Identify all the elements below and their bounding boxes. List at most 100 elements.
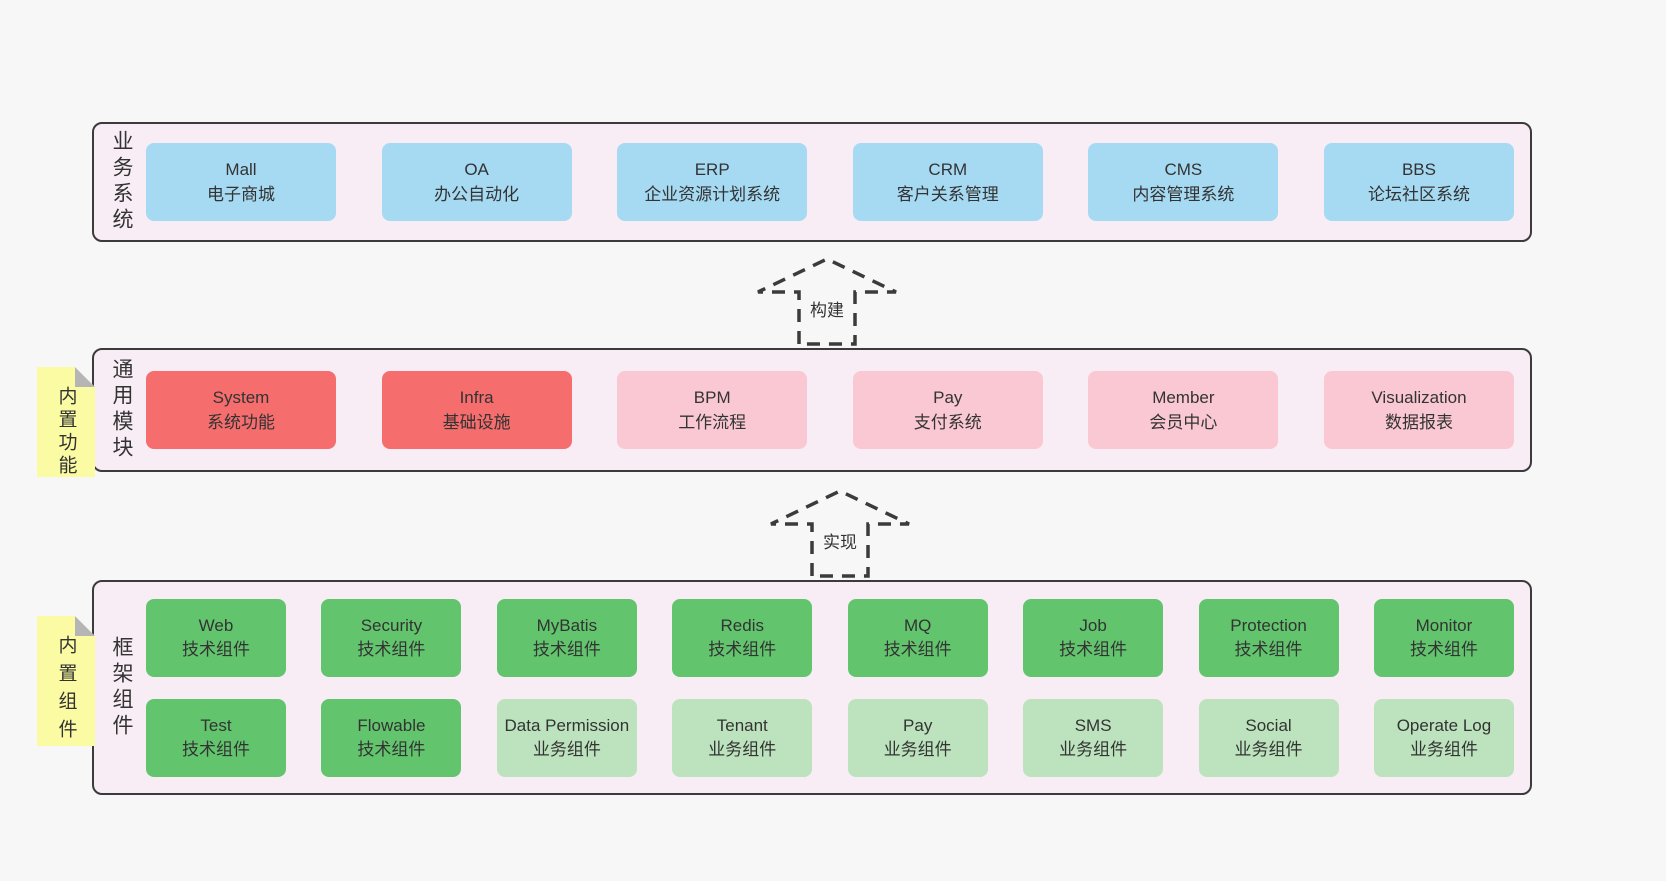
module-box-pay: Pay 支付系统 [852, 371, 1043, 449]
module-box-infra: Infra 基础设施 [381, 371, 572, 449]
module-box-visualization: Visualization 数据报表 [1323, 371, 1514, 449]
box-subtitle: 系统功能 [207, 413, 275, 432]
module-box-crm: CRM 客户关系管理 [852, 143, 1043, 221]
module-box-mall: Mall 电子商城 [146, 143, 336, 221]
box-subtitle: 技术组件 [1234, 639, 1303, 659]
box-title: Pay [903, 715, 933, 735]
module-box-protection: Protection 技术组件 [1198, 598, 1339, 677]
box-subtitle: 业务组件 [1234, 739, 1303, 759]
box-title: Protection [1230, 615, 1307, 635]
box-title: ERP [694, 160, 730, 179]
band-boxes-common-modules: System 系统功能 Infra 基础设施 BPM 工作流程 Pay 支付系统 Member 会… [136, 350, 1530, 470]
box-subtitle: 业务组件 [883, 739, 952, 759]
box-row: System 系统功能 Infra 基础设施 BPM 工作流程 Pay 支付系统 Member 会… [146, 371, 1514, 449]
box-subtitle: 业务组件 [532, 739, 601, 759]
box-subtitle: 论坛社区系统 [1367, 185, 1470, 204]
box-subtitle: 内容管理系统 [1132, 185, 1235, 204]
box-title: Security [360, 615, 423, 635]
box-title: Mall [225, 160, 257, 179]
module-box-pay: Pay 业务组件 [847, 698, 988, 777]
box-title: Infra [459, 388, 494, 407]
box-subtitle: 技术组件 [1059, 639, 1128, 659]
box-subtitle: 业务组件 [1059, 739, 1128, 759]
box-title: Job [1079, 615, 1107, 635]
box-title: Web [198, 615, 234, 635]
module-box-mybatis: MyBatis 技术组件 [496, 598, 637, 677]
module-box-job: Job 技术组件 [1023, 598, 1164, 677]
module-box-operate-log: Operate Log 业务组件 [1373, 698, 1514, 777]
box-subtitle: 客户关系管理 [896, 185, 999, 204]
box-title: Pay [933, 388, 963, 407]
box-subtitle: 技术组件 [182, 639, 250, 659]
sticky-note-text: 内置组件 [55, 635, 77, 747]
box-subtitle: 会员中心 [1149, 413, 1218, 432]
box-title: MyBatis [536, 615, 598, 635]
box-title: Data Permission [504, 715, 630, 735]
implement-arrow: 实现 [765, 486, 915, 578]
box-subtitle: 支付系统 [913, 413, 982, 432]
box-title: CRM [928, 160, 968, 179]
box-subtitle: 技术组件 [883, 639, 952, 659]
dashed-up-arrow-icon [770, 489, 910, 578]
box-title: Redis [720, 615, 764, 635]
build-arrow-label: 构建 [805, 294, 849, 323]
module-box-bpm: BPM 工作流程 [617, 371, 808, 449]
box-subtitle: 技术组件 [708, 639, 777, 659]
box-subtitle: 业务组件 [708, 739, 777, 759]
box-subtitle: 电子商城 [207, 185, 275, 204]
box-subtitle: 技术组件 [1409, 639, 1478, 659]
box-row: Mall 电子商城 OA 办公自动化 ERP 企业资源计划系统 CRM 客户关系管理 CMS 内容… [146, 143, 1514, 221]
box-subtitle: 技术组件 [532, 639, 601, 659]
module-box-tenant: Tenant 业务组件 [672, 698, 813, 777]
module-box-bbs: BBS 论坛社区系统 [1323, 143, 1514, 221]
box-title: Flowable [357, 715, 426, 735]
module-box-oa: OA 办公自动化 [381, 143, 572, 221]
box-subtitle: 基础设施 [442, 413, 511, 432]
box-title: OA [464, 160, 489, 179]
dashed-up-arrow-icon [757, 257, 897, 346]
module-box-web: Web 技术组件 [146, 598, 286, 677]
box-title: Tenant [716, 715, 768, 735]
box-subtitle: 办公自动化 [434, 185, 520, 204]
box-title: Monitor [1415, 615, 1473, 635]
box-subtitle: 工作流程 [678, 413, 747, 432]
box-title: System [212, 388, 270, 407]
band-business-systems: 业务系统 Mall 电子商城 OA 办公自动化 ERP 企业资源计划系统 CRM 客户关系管理… [92, 122, 1532, 242]
band-label-common-modules: 通用模块 [110, 358, 133, 462]
module-box-test: Test 技术组件 [146, 698, 286, 777]
box-subtitle: 技术组件 [357, 639, 426, 659]
sticky-note-built-in-features: 内置功能 [37, 367, 95, 477]
box-title: MQ [903, 615, 932, 635]
box-title: Social [1245, 715, 1292, 735]
module-box-redis: Redis 技术组件 [672, 598, 813, 677]
module-box-member: Member 会员中心 [1088, 371, 1279, 449]
box-title: Member [1152, 388, 1215, 407]
box-title: Visualization [1371, 388, 1467, 407]
band-label-business-systems: 业务系统 [110, 130, 133, 234]
module-box-sms: SMS 业务组件 [1023, 698, 1164, 777]
box-title: BBS [1401, 160, 1436, 179]
box-title: BPM [693, 388, 731, 407]
box-title: Operate Log [1396, 715, 1492, 735]
module-box-monitor: Monitor 技术组件 [1373, 598, 1514, 677]
sticky-note-built-in-components: 内置组件 [37, 616, 95, 746]
box-title: CMS [1164, 160, 1203, 179]
box-subtitle: 技术组件 [182, 739, 250, 759]
box-subtitle: 企业资源计划系统 [644, 185, 781, 204]
band-common-modules: 通用模块 System 系统功能 Infra 基础设施 BPM 工作流程 Pay 支付系统 Me… [92, 348, 1532, 472]
module-box-cms: CMS 内容管理系统 [1088, 143, 1279, 221]
band-boxes-business-systems: Mall 电子商城 OA 办公自动化 ERP 企业资源计划系统 CRM 客户关系管理 CMS 内容… [136, 124, 1530, 240]
module-box-data-permission: Data Permission 业务组件 [496, 698, 637, 777]
box-subtitle: 数据报表 [1384, 413, 1453, 432]
box-title: Test [200, 715, 232, 735]
box-subtitle: 业务组件 [1409, 739, 1478, 759]
box-title: SMS [1074, 715, 1112, 735]
module-box-social: Social 业务组件 [1198, 698, 1339, 777]
build-arrow: 构建 [752, 254, 902, 346]
